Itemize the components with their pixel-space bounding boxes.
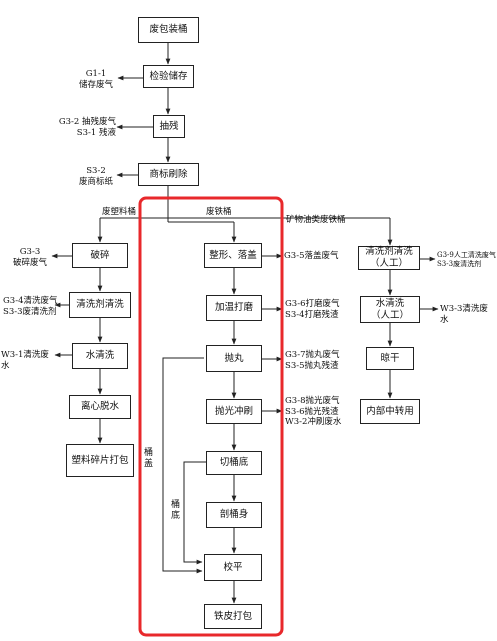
node-polish-brush: 抛光冲刷 xyxy=(206,399,262,424)
node-iron-pack: 铁皮打包 xyxy=(204,604,262,629)
node-cut-body: 剖桶身 xyxy=(206,502,262,528)
label-g1-1: G1-1 储存废气 xyxy=(78,69,113,90)
node-shape-cover: 整形、落盖 xyxy=(204,243,262,268)
label-g3-9: G3-9人工清洗废气 S3-3废清洗剂 xyxy=(437,251,496,268)
node-heat-polish: 加温打磨 xyxy=(206,295,262,321)
label-bucket-bottom: 桶底 xyxy=(170,500,180,521)
node-cut-bottom: 切桶底 xyxy=(206,451,262,475)
label-g3-4: G3-4清洗废气 S3-3废清洗剂 xyxy=(3,296,58,317)
label-bucket-lid: 桶盖 xyxy=(143,448,153,469)
label-g3-6: G3-6打磨废气 S3-4打磨残渣 xyxy=(285,299,340,320)
node-pump-residue: 抽残 xyxy=(153,115,185,138)
node-crush: 破碎 xyxy=(72,243,128,268)
label-w3-1: W3-1清洗废水 xyxy=(1,350,49,371)
node-water-wash-right: 水清洗 （人工） xyxy=(360,296,420,323)
highlight-frame xyxy=(138,196,284,637)
label-s3-2: S3-2 废商标纸 xyxy=(78,166,113,187)
label-iron-bucket: 废铁桶 xyxy=(206,207,232,217)
node-shot-blast: 抛丸 xyxy=(206,345,262,372)
node-internal-transfer: 内部中转用 xyxy=(360,399,420,424)
node-centrifuge: 离心脱水 xyxy=(69,395,131,419)
bottom-return-path xyxy=(183,461,206,565)
node-detergent-wash-left: 清洗剂清洗 xyxy=(69,292,131,318)
node-waste-bucket: 废包装桶 xyxy=(138,17,199,43)
label-w3-3: W3-3清洗废水 xyxy=(440,304,488,325)
label-g3-3: G3-3 破碎废气 xyxy=(12,247,47,268)
node-plastic-pack: 塑料碎片打包 xyxy=(66,444,134,477)
label-g3-8: G3-8抛光废气 S3-6抛光残渣 W3-2冲刷废水 xyxy=(285,396,342,427)
label-g3-7: G3-7抛丸废气 S3-5抛丸残渣 xyxy=(285,350,340,371)
label-plastic-bucket: 废塑料桶 xyxy=(102,207,137,217)
label-mineral-oil-bucket: 矿物油类废铁桶 xyxy=(286,215,346,225)
node-water-wash-left: 水清洗 xyxy=(72,343,128,369)
node-dry: 晾干 xyxy=(366,347,414,370)
label-g3-2: G3-2 抽残废气 S3-1 残液 xyxy=(58,117,116,138)
node-flatten: 校平 xyxy=(204,554,262,581)
label-g3-5: G3-5落盖废气 xyxy=(284,251,339,261)
lid-return-path xyxy=(162,357,204,574)
node-detergent-wash-right: 清洗剂清洗 （人工） xyxy=(358,246,420,270)
node-inspect-store: 检验储存 xyxy=(143,65,194,88)
node-label-brush: 商标刷除 xyxy=(138,163,199,186)
